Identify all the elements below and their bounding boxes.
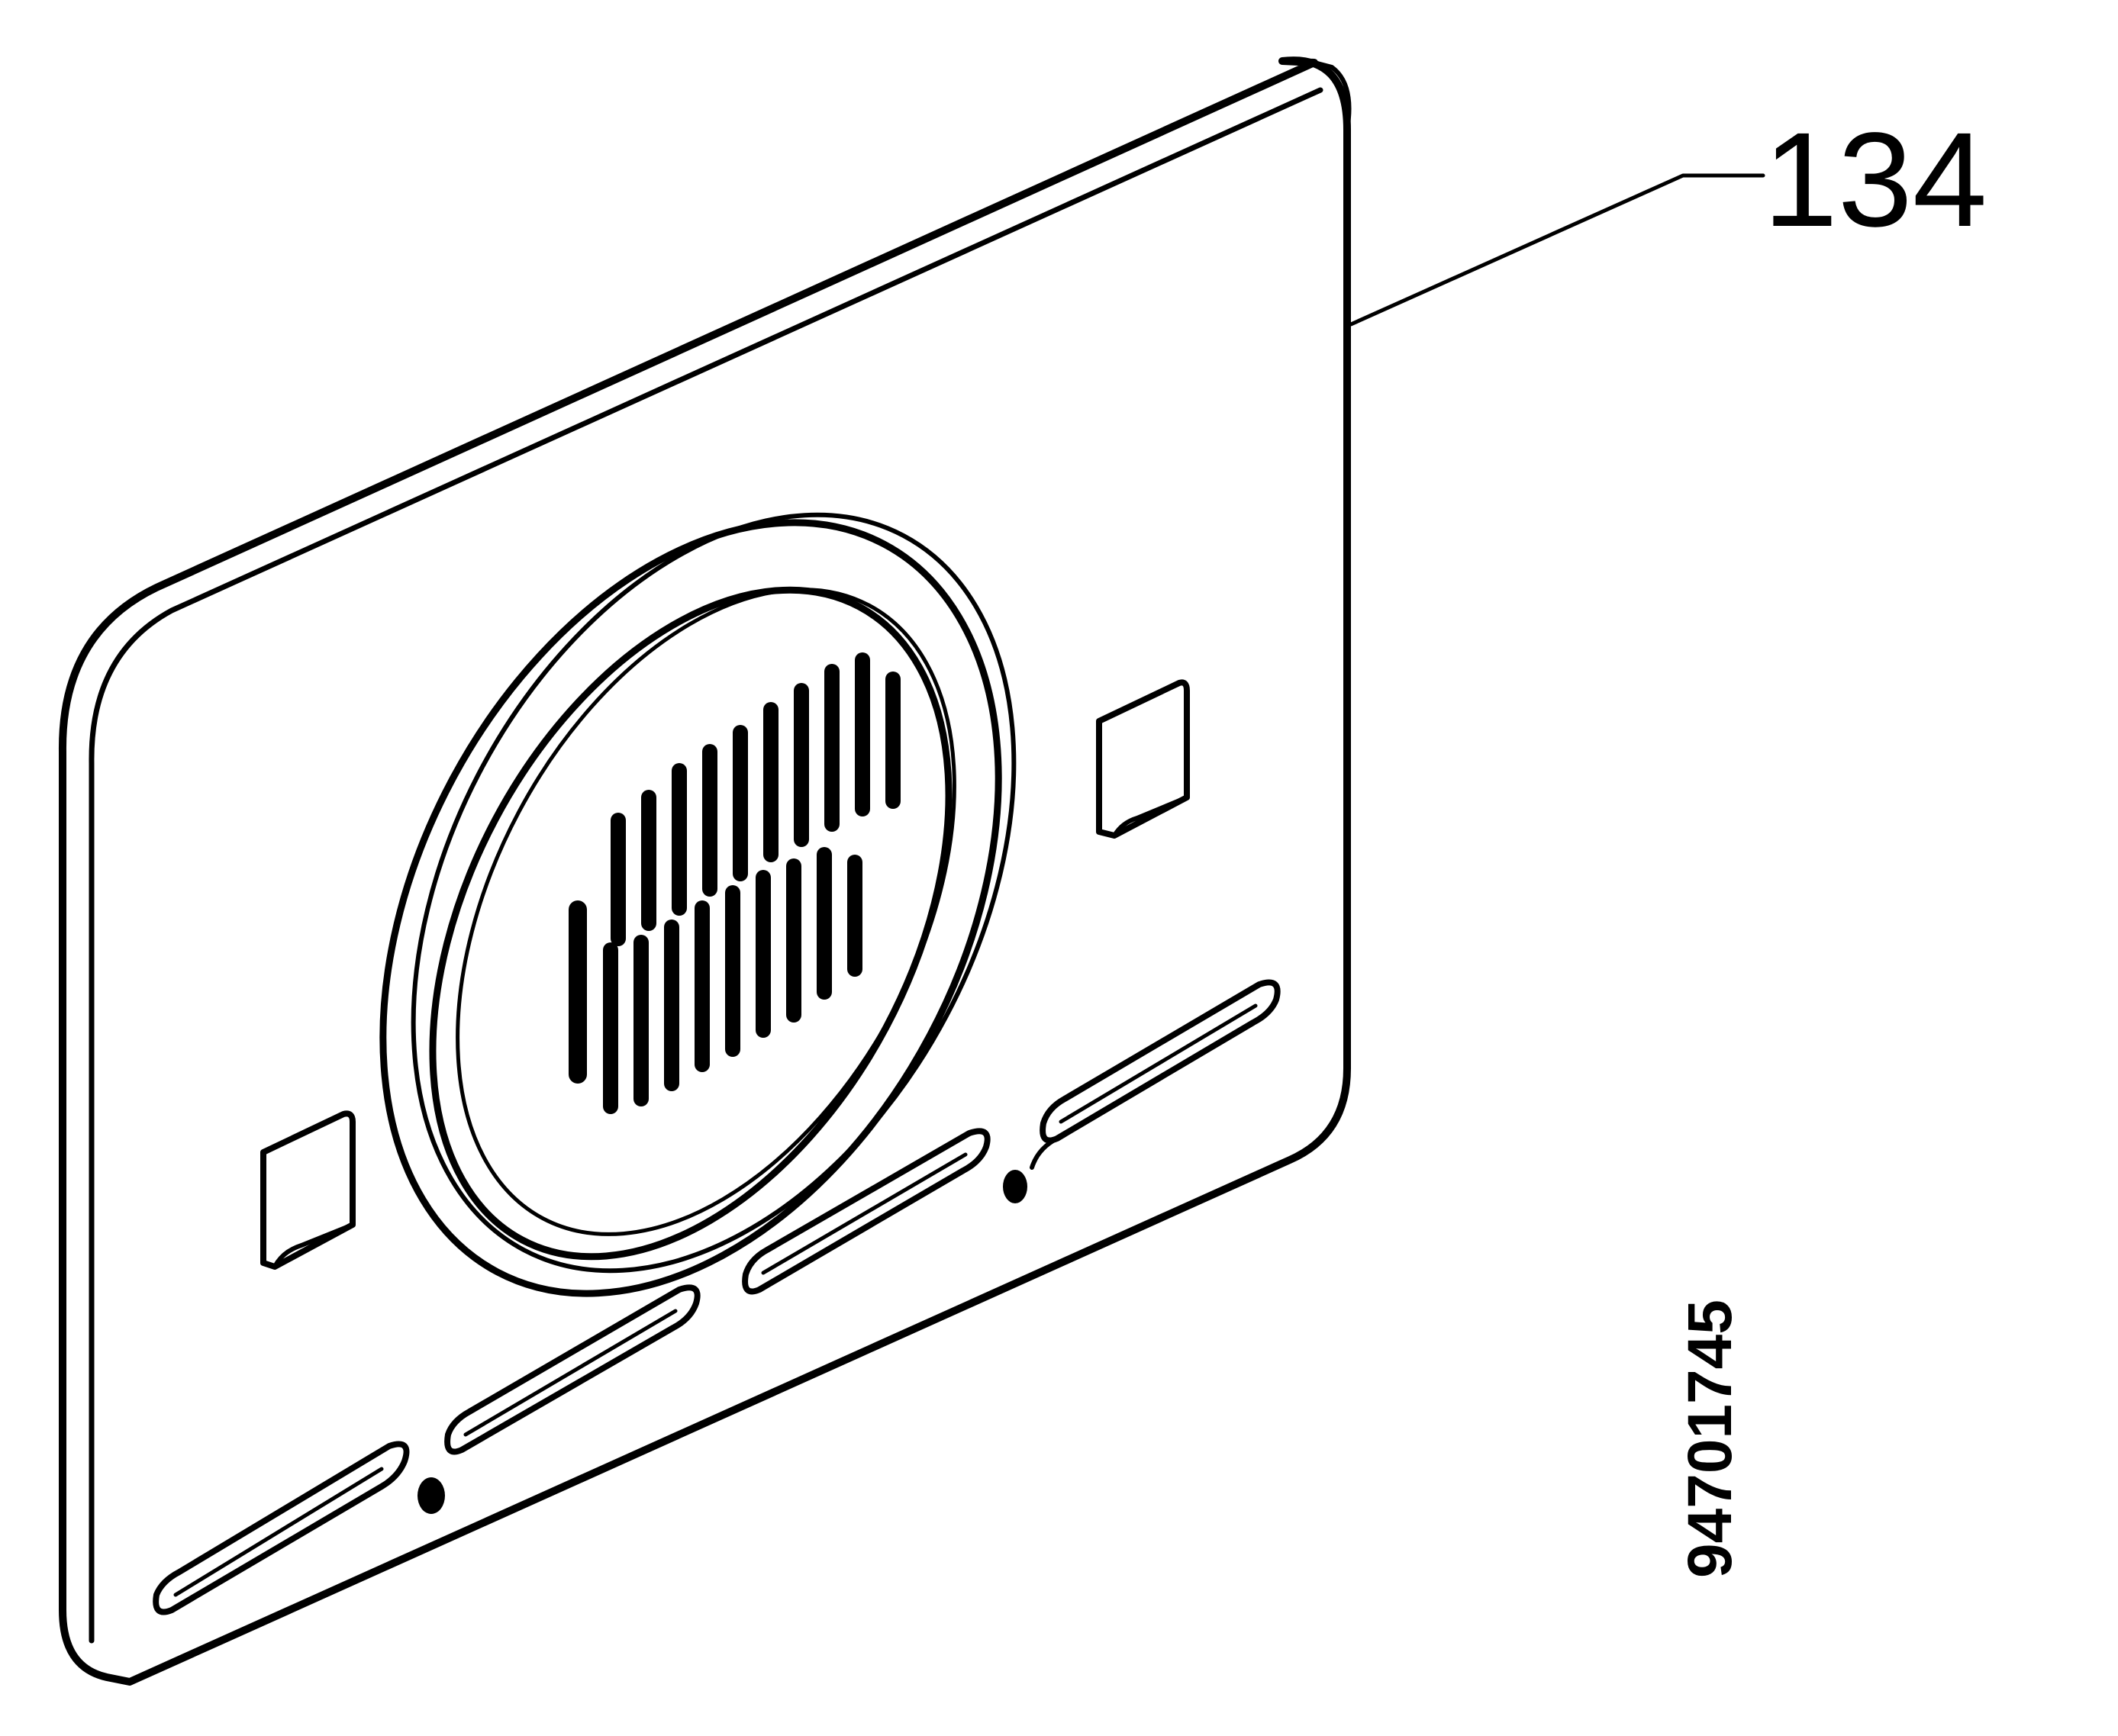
slot-bottom-4 — [1040, 979, 1281, 1144]
callout-134-leader — [1349, 173, 1765, 327]
mounting-hole-left — [260, 1110, 356, 1270]
slot-bottom-3-inner — [761, 1152, 968, 1275]
panel-outline — [58, 56, 1351, 1686]
mounting-hole-left-lip — [272, 1222, 355, 1269]
fan-ring-inner-edge — [456, 588, 956, 1236]
slot-bottom-4-step — [1030, 1136, 1059, 1170]
slot-bottom-4-inner — [1059, 1003, 1258, 1124]
panel-edge — [89, 87, 1323, 1644]
mounting-hole-right — [1096, 679, 1190, 839]
document-number: 94701745 — [1675, 1300, 1745, 1578]
rivets — [417, 1170, 1027, 1514]
slot-bottom-3 — [742, 1128, 991, 1295]
vent-grille-upper — [611, 652, 901, 946]
mounting-hole-right-lip — [1112, 795, 1189, 838]
slot-bottom-1 — [153, 1441, 410, 1615]
fan-ring-outer-edge — [411, 512, 1017, 1274]
callout-134-label: 134 — [1763, 105, 1987, 255]
panel-corner-return — [1312, 60, 1352, 132]
slot-bottom-1-inner — [173, 1467, 384, 1597]
fan-ring-outer — [379, 519, 1002, 1297]
vent-grille-lower — [569, 847, 862, 1114]
slot-bottom-2 — [444, 1284, 701, 1455]
slot-bottom-2-inner — [463, 1309, 678, 1437]
